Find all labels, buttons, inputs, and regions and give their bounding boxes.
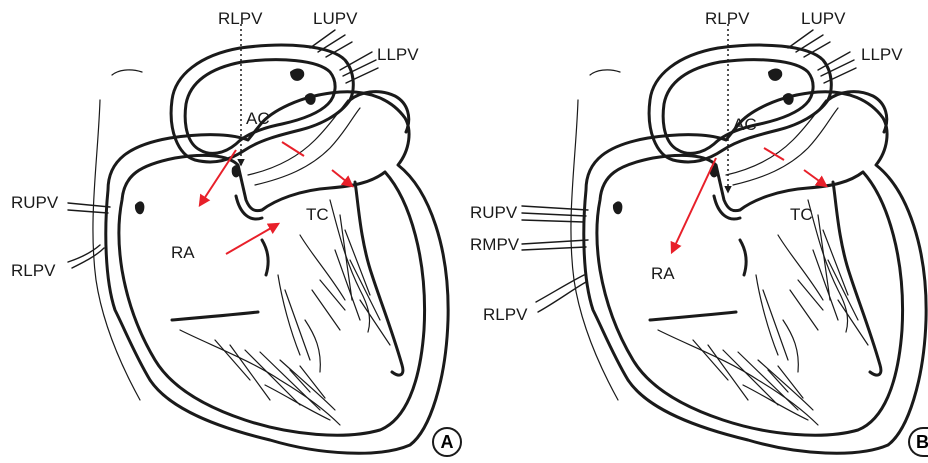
panel-a: [68, 24, 448, 453]
flow-arrow-ac-to-ra: [672, 158, 716, 252]
label-tc: TC: [306, 206, 329, 223]
label-rlpv-top: RLPV: [705, 10, 749, 27]
label-llpv: LLPV: [861, 46, 903, 63]
label-rlpv-side: RLPV: [11, 262, 55, 279]
label-lupv: LUPV: [801, 10, 845, 27]
label-rlpv-side: RLPV: [483, 306, 527, 323]
flow-arrow-ivc-to-tc: [226, 224, 278, 254]
label-ra: RA: [171, 244, 195, 261]
label-rupv: RUPV: [11, 194, 58, 211]
label-rlpv-top: RLPV: [218, 10, 262, 27]
panel-a-badge: A: [432, 427, 462, 457]
rlpv-vessel: [68, 245, 100, 262]
label-rupv: RUPV: [470, 204, 517, 221]
flow-arrow-to-tc: [332, 170, 352, 186]
label-tc: TC: [790, 206, 813, 223]
label-llpv: LLPV: [377, 46, 419, 63]
label-ac: AC: [733, 116, 757, 133]
rmpv-vessel: [522, 240, 588, 244]
label-ra: RA: [651, 265, 675, 282]
label-ac: AC: [246, 110, 270, 127]
rupv-vessel: [522, 206, 588, 210]
label-rmpv: RMPV: [470, 236, 519, 253]
label-lupv: LUPV: [313, 10, 357, 27]
panel-b: [522, 24, 926, 453]
flow-arrow-ac-to-ra: [200, 150, 236, 205]
flow-arrow-la-mark: [282, 142, 304, 156]
flow-arrow-to-tc: [804, 170, 826, 186]
rupv-vessel: [68, 203, 110, 207]
